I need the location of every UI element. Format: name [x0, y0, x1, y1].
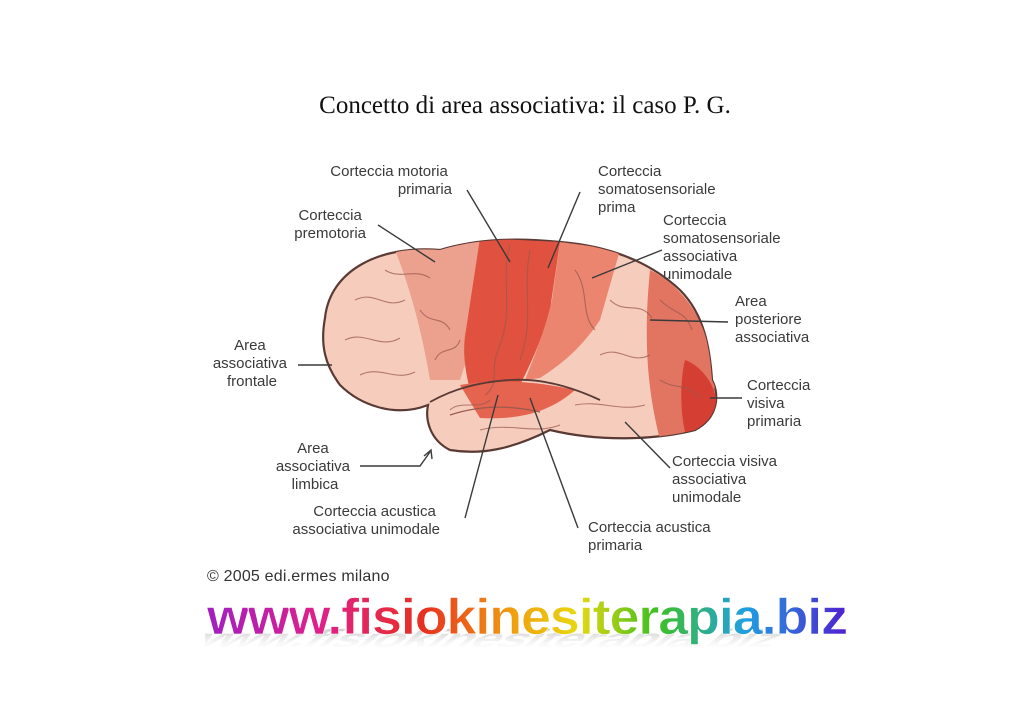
- primary-motor-area: [464, 239, 560, 390]
- leader-limbica: [360, 451, 431, 467]
- sylvian-fissure: [429, 378, 601, 403]
- label-corteccia-visiva-associativa: Corteccia visiva associativa unimodale: [672, 453, 781, 506]
- label-corteccia-acustica-associativa: Corteccia acustica associativa unimodale: [292, 503, 440, 538]
- leader-acustica-assoc: [464, 394, 499, 519]
- label-corteccia-visiva-primaria: Corteccia visiva primaria: [747, 377, 815, 430]
- label-corteccia-motoria-primaria: Corteccia motoria primaria: [330, 163, 452, 198]
- label-corteccia-premotoria: Corteccia premotoria: [294, 207, 366, 242]
- brain-lateral-diagram: Corteccia motoria primaria Corteccia pre…: [213, 163, 815, 554]
- slide-title: Concetto di area associativa: il caso P.…: [319, 92, 731, 119]
- label-area-associativa-frontale: Area associativa frontale: [213, 337, 291, 390]
- leader-visiva-assoc: [624, 421, 671, 469]
- copyright-notice: © 2005 edi.ermes milano: [207, 568, 390, 585]
- leader-premotoria: [377, 224, 436, 263]
- label-area-associativa-limbica: Area associativa limbica: [276, 440, 354, 493]
- watermark-text: www.fisiokinesiterapia.biz: [206, 589, 847, 645]
- watermark-shadow: www.fisiokinesiterapia.biz: [205, 625, 794, 653]
- label-corteccia-somatosensoriale-prima: Corteccia somatosensoriale prima: [598, 163, 720, 216]
- leader-motoria: [466, 189, 511, 263]
- label-corteccia-somatosensoriale-associativa: Corteccia somatosensoriale associativa u…: [663, 212, 785, 283]
- leader-somato-assoc: [591, 249, 663, 279]
- label-area-posteriore-associativa: Area posteriore associativa: [735, 293, 810, 346]
- watermark-logo: www.fisiokinesiterapia.biz www.fisiokine…: [205, 589, 848, 653]
- label-corteccia-acustica-primaria: Corteccia acustica primaria: [588, 519, 715, 554]
- leader-acustica-primaria: [529, 397, 579, 529]
- visual-primary-area: [681, 360, 717, 433]
- auditory-primary-area: [460, 381, 575, 419]
- leader-posteriore: [649, 319, 729, 323]
- leader-somato-prima: [547, 191, 581, 269]
